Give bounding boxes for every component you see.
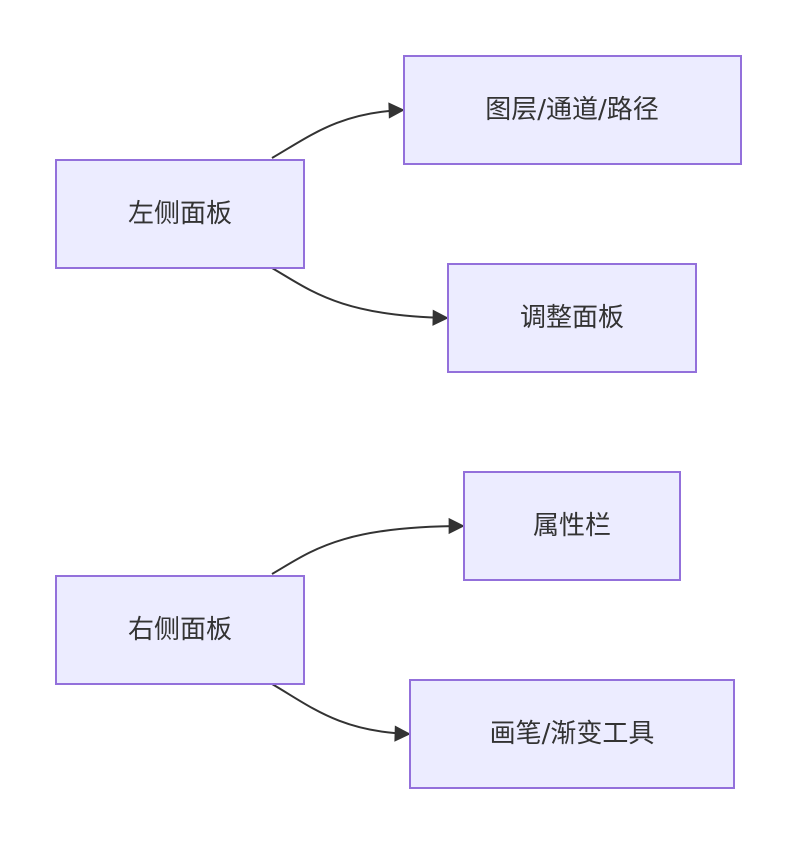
edge-left-panel-to-layers	[271, 102, 405, 159]
node-layers-channels-paths: 图层/通道/路径	[403, 55, 742, 165]
edge-right-panel-to-brush	[271, 683, 411, 742]
edge-left-panel-to-adjust	[271, 267, 449, 326]
node-adjust-panel: 调整面板	[447, 263, 697, 373]
edge-right-panel-to-properties	[271, 517, 465, 575]
node-right-panel-label: 右侧面板	[128, 615, 232, 645]
node-brush-gradient-tools: 画笔/渐变工具	[409, 679, 735, 789]
node-left-panel: 左侧面板	[55, 159, 305, 269]
node-left-panel-label: 左侧面板	[128, 199, 232, 229]
node-brush-gradient-tools-label: 画笔/渐变工具	[490, 719, 655, 749]
node-adjust-panel-label: 调整面板	[520, 303, 624, 333]
node-right-panel: 右侧面板	[55, 575, 305, 685]
node-properties-bar: 属性栏	[463, 471, 681, 581]
node-layers-channels-paths-label: 图层/通道/路径	[485, 95, 659, 125]
node-properties-bar-label: 属性栏	[533, 511, 611, 541]
